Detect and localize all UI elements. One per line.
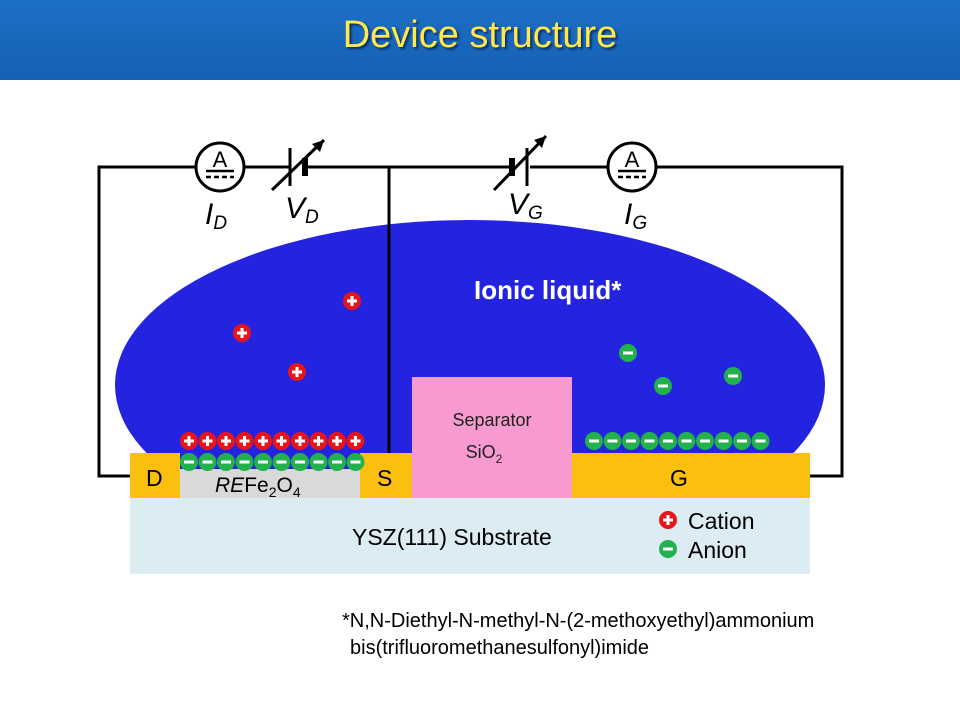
circuit-wires: [97, 165, 844, 478]
cation-ion: [235, 432, 254, 450]
vg-label: VG: [508, 188, 543, 224]
anion-ion: [291, 453, 309, 471]
anion-ion: [328, 453, 346, 471]
drain-ammeter: A: [194, 141, 246, 193]
anion-ion: [733, 432, 751, 450]
gate-ammeter: A: [606, 141, 658, 193]
footnote-line-2: bis(trifluoromethanesulfonyl)imide: [350, 637, 650, 659]
gate-ammeter-symbol: A: [625, 147, 640, 172]
anion-ion: [235, 453, 254, 471]
anion-ion: [603, 432, 622, 450]
anion-ion: [346, 453, 365, 471]
cation-ion: [346, 432, 365, 450]
cation-ion: [288, 363, 306, 381]
anion-ion: [654, 377, 672, 395]
drain-voltage-source: [270, 138, 326, 192]
channel-label: REFe2O4: [215, 474, 301, 500]
anion-ion: [254, 453, 272, 471]
anion-ion: [714, 432, 733, 450]
cation-ion: [233, 324, 251, 342]
header-bar: Device structure: [0, 0, 960, 80]
legend: Cation Anion: [688, 508, 754, 563]
anion-ion: [659, 432, 677, 450]
legend-anion-icon: [659, 540, 677, 558]
anion-ion: [619, 344, 637, 362]
anion-ion: [677, 432, 696, 450]
anion-ion: [180, 453, 198, 471]
anion-ion: [217, 453, 235, 471]
cation-ion: [254, 432, 272, 450]
cation-ion: [198, 432, 217, 450]
drain-label: D: [146, 465, 163, 491]
anion-ion: [696, 432, 714, 450]
gate-label: G: [670, 465, 688, 491]
separator: [412, 377, 572, 498]
legend-cation-icon: [659, 511, 677, 529]
drain-ammeter-symbol: A: [213, 147, 228, 172]
ig-label: IG: [624, 198, 647, 234]
footnote: *N,N-Diethyl-N-methyl-N-(2-methoxyethyl)…: [342, 608, 814, 662]
source-electrode: [360, 453, 412, 498]
cation-ion: [328, 432, 346, 450]
gate-electrode: [572, 453, 810, 498]
anion-ion: [272, 453, 291, 471]
cation-ion: [217, 432, 235, 450]
anion-ion: [309, 453, 328, 471]
anion-ion: [751, 432, 770, 450]
separator-material: SiO2: [466, 442, 503, 466]
cation-ion: [343, 292, 361, 310]
anion-ion: [585, 432, 603, 450]
anion-ion: [640, 432, 659, 450]
legend-cation-label: Cation: [688, 508, 754, 534]
id-label: ID: [205, 198, 227, 234]
page-title: Device structure: [342, 14, 618, 56]
cation-ion: [309, 432, 328, 450]
ion-layer: [180, 292, 770, 558]
ionic-liquid-label: Ionic liquid*: [474, 275, 622, 305]
anion-ion: [724, 367, 742, 385]
substrate-label: YSZ(111) Substrate: [352, 524, 552, 550]
legend-anion-label: Anion: [688, 537, 747, 563]
cation-ion: [180, 432, 198, 450]
ferrite-channel: [180, 469, 360, 498]
anion-ion: [622, 432, 640, 450]
separator-label: Separator: [452, 410, 531, 430]
vd-label: VD: [285, 192, 319, 228]
cation-ion: [291, 432, 309, 450]
cation-ion: [272, 432, 291, 450]
substrate: [130, 498, 810, 574]
drain-electrode: [130, 453, 180, 498]
source-label: S: [377, 465, 392, 491]
gate-voltage-source: [492, 134, 548, 192]
anion-ion: [198, 453, 217, 471]
footnote-line-1: *N,N-Diethyl-N-methyl-N-(2-methoxyethyl)…: [342, 610, 815, 632]
